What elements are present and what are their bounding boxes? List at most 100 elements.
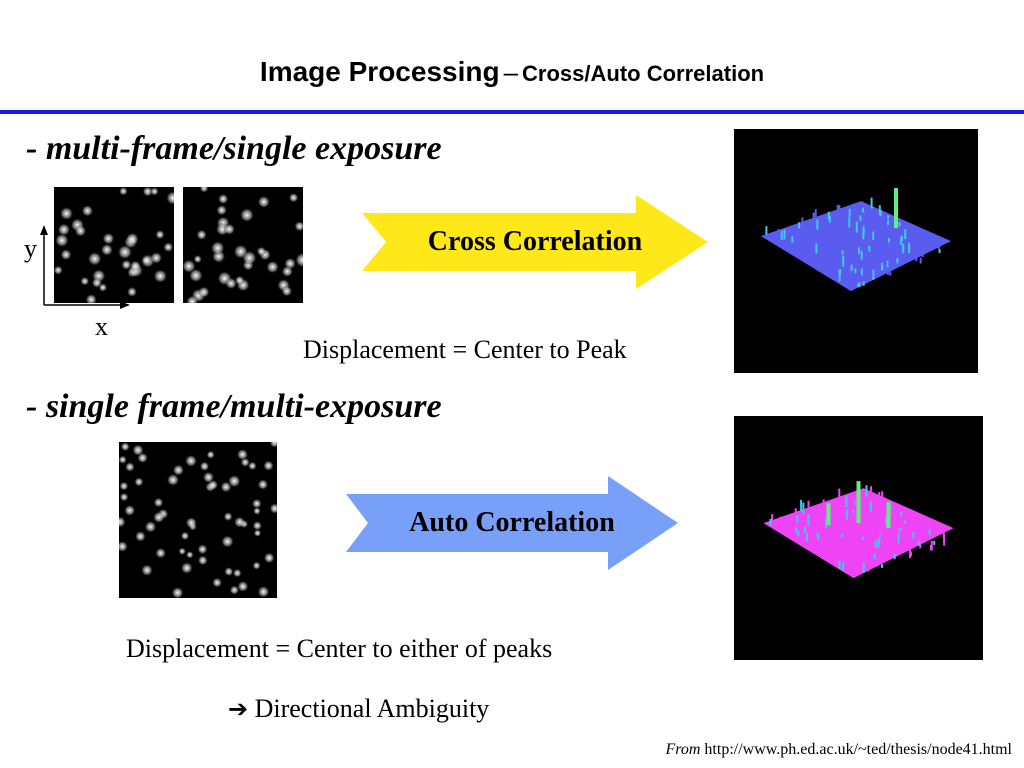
particle	[257, 479, 269, 490]
particle	[153, 497, 164, 508]
particle	[199, 461, 210, 472]
xy-axes	[40, 225, 130, 309]
particle	[59, 206, 74, 221]
particle	[125, 232, 140, 246]
particle	[116, 540, 129, 553]
particle	[223, 511, 233, 522]
particle	[85, 293, 98, 306]
particle	[185, 516, 198, 529]
particle	[184, 454, 198, 468]
particle	[253, 529, 262, 537]
particle	[123, 504, 136, 517]
particle	[251, 498, 262, 509]
particle	[217, 193, 229, 205]
title-dash: –	[503, 57, 519, 87]
source-footer: From http://www.ph.ed.ac.uk/~ted/thesis/…	[665, 741, 1012, 759]
particle	[81, 204, 94, 217]
particle	[281, 265, 294, 278]
particle	[239, 207, 255, 223]
particle	[247, 461, 257, 471]
particle	[117, 244, 133, 260]
particle	[181, 259, 196, 274]
particle	[153, 269, 168, 284]
particle	[155, 229, 165, 240]
cross-correlation-arrow	[362, 195, 708, 289]
particle	[199, 183, 209, 193]
particle	[126, 286, 138, 298]
particle	[234, 275, 245, 286]
particle	[119, 481, 129, 491]
particle	[141, 255, 151, 265]
correlation-surface	[761, 201, 951, 292]
section1-heading: - multi-frame/single exposure	[26, 130, 442, 167]
auto-correlation-surface-plot	[734, 416, 983, 660]
particle	[269, 503, 281, 514]
particle	[216, 204, 228, 216]
particle	[206, 450, 215, 459]
particle	[224, 566, 234, 577]
particle	[152, 511, 165, 524]
particle	[202, 471, 215, 484]
particle	[257, 585, 270, 598]
particle	[119, 492, 129, 502]
ambiguity-line: ➔ Directional Ambiguity	[228, 694, 489, 724]
title-divider	[0, 110, 1024, 114]
particle	[263, 552, 275, 564]
particle-image-frame-1	[53, 186, 181, 306]
particle-image-double-exposure	[114, 438, 281, 599]
particle	[124, 461, 135, 473]
particle	[74, 224, 87, 237]
auto-correlation-caption: Displacement = Center to either of peaks	[126, 634, 553, 663]
slide-title: Image Processing–Cross/Auto Correlation	[0, 56, 1024, 88]
particle	[54, 233, 69, 248]
particle	[196, 229, 207, 241]
particle	[237, 580, 249, 593]
footer-from: From	[665, 741, 701, 758]
ambiguity-text: Directional Ambiguity	[254, 694, 490, 723]
particle	[91, 277, 103, 289]
particle	[114, 516, 126, 528]
particle	[155, 547, 167, 559]
particle	[134, 477, 144, 487]
particle	[142, 186, 153, 197]
particle	[252, 520, 263, 531]
cross-correlation-caption: Displacement = Center to Peak	[303, 335, 627, 364]
particle-image-frame-2	[181, 183, 311, 308]
correlation-surface	[763, 488, 954, 579]
particle	[178, 547, 187, 556]
cross-correlation-label: Cross Correlation	[427, 226, 643, 257]
particle	[87, 251, 102, 266]
particle	[150, 251, 163, 265]
particle	[253, 507, 261, 515]
particle	[281, 285, 293, 297]
particle	[198, 286, 210, 298]
title-main: Image Processing	[259, 56, 500, 87]
particle	[221, 535, 234, 548]
particle	[132, 444, 144, 457]
particle	[256, 246, 267, 257]
particle	[252, 561, 261, 570]
section2-heading: - single frame/multi-exposure	[26, 388, 442, 425]
particle	[180, 531, 190, 541]
particle	[172, 464, 185, 476]
particle	[171, 586, 184, 599]
particle	[223, 223, 236, 236]
particle	[166, 473, 180, 487]
particle	[211, 577, 223, 588]
particle	[57, 223, 71, 237]
particle	[241, 250, 257, 266]
particle	[257, 195, 271, 209]
particle	[120, 441, 130, 452]
auto-correlation-label: Auto Correlation	[409, 507, 615, 538]
particle	[53, 265, 63, 275]
particle	[118, 186, 128, 196]
particle	[163, 242, 174, 253]
particle	[197, 555, 208, 566]
particle	[102, 232, 115, 245]
particle	[180, 561, 193, 575]
particle	[266, 260, 280, 274]
cross-correlation-surface-plot	[734, 129, 978, 373]
footer-url[interactable]: http://www.ph.ed.ac.uk/~ted/thesis/node4…	[704, 741, 1012, 758]
particle	[210, 240, 225, 256]
particle	[232, 568, 242, 578]
